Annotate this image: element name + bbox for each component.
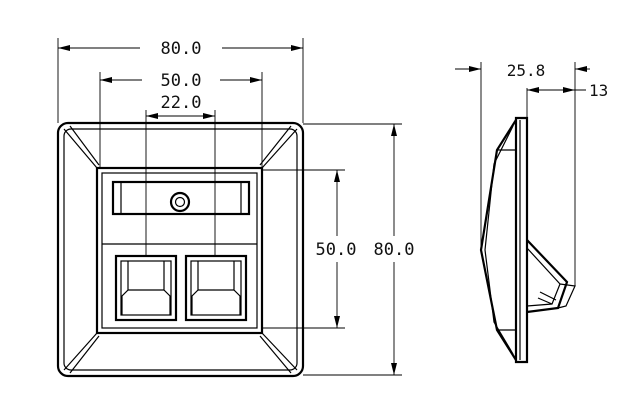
front-view bbox=[56, 121, 305, 378]
dim-width-overall: 80.0 bbox=[161, 39, 202, 59]
screw-inner bbox=[174, 196, 186, 208]
inner-frame-edge bbox=[101, 172, 258, 329]
dim-height-overall: 80.0 bbox=[374, 240, 415, 260]
keystone-port-right bbox=[184, 254, 248, 322]
dimensions-front: 80.0 50.0 22.0 50.0 80.0 bbox=[57, 38, 415, 376]
outer-plate bbox=[56, 121, 305, 378]
bevel-corner-bl bbox=[63, 332, 98, 371]
dim-width-ports: 22.0 bbox=[161, 93, 202, 113]
inner-frame bbox=[95, 166, 264, 335]
keystone-port-left bbox=[114, 254, 178, 322]
dim-depth-plate: 13 bbox=[589, 81, 608, 100]
dim-depth-overall: 25.8 bbox=[507, 61, 546, 80]
bevel-corner-br bbox=[261, 332, 298, 371]
side-view bbox=[479, 116, 576, 364]
bevel-corner-tl bbox=[63, 128, 98, 169]
dim-width-inner: 50.0 bbox=[161, 71, 202, 91]
screw-outer bbox=[169, 191, 191, 213]
label-window bbox=[111, 180, 251, 216]
dim-height-inner: 50.0 bbox=[316, 240, 357, 260]
dimensions-side: 25.8 13 bbox=[455, 61, 608, 286]
outer-plate-bevel bbox=[63, 128, 298, 371]
bevel-corner-tr bbox=[261, 128, 298, 169]
